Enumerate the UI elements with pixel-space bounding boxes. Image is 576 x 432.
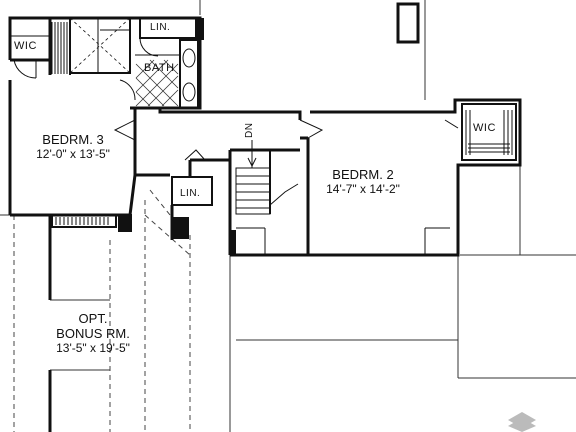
- solid-wall-blocks: [118, 18, 236, 255]
- bedroom2-name: BEDRM. 2: [332, 167, 394, 182]
- dashed-lines: [13, 189, 191, 432]
- shower: [69, 17, 131, 74]
- bedroom3-name: BEDRM. 3: [42, 132, 104, 147]
- bedroom3-size: 12'-0" x 13'-5": [36, 146, 110, 161]
- wic-right-closet: [461, 103, 517, 161]
- bedroom3-label: BEDRM. 3 12'-0" x 13'-5": [28, 132, 118, 162]
- door-swings: [113, 79, 459, 161]
- bath-fixtures: [135, 39, 199, 109]
- wic-left-label: WIC: [14, 40, 37, 52]
- bonus-room-label: OPT. BONUS RM. 13'-5" x 19'-5": [28, 311, 158, 356]
- wic-right-label: WIC: [473, 122, 496, 134]
- stair: [235, 140, 299, 215]
- stair-down-label: DN: [244, 122, 255, 138]
- linen-top-label: LIN.: [150, 22, 171, 33]
- bonus-room-opt: OPT.: [78, 311, 108, 326]
- bath-label: BATH: [144, 62, 175, 74]
- bedroom2-label: BEDRM. 2 14'-7" x 14'-2": [298, 167, 428, 197]
- bonus-room-name: BONUS RM.: [56, 325, 130, 341]
- bonus-room-size: 13'-5" x 19'-5": [56, 340, 130, 355]
- bedroom2-size: 14'-7" x 14'-2": [326, 181, 400, 196]
- bedroom2-bottom-details: [236, 227, 450, 255]
- window: [396, 2, 420, 44]
- linen-top-closet: [139, 17, 197, 57]
- bonus-closet: [51, 214, 117, 228]
- linen-mid-label: LIN.: [180, 188, 201, 199]
- bath-tile: [135, 59, 179, 107]
- logo-mark: [508, 412, 536, 432]
